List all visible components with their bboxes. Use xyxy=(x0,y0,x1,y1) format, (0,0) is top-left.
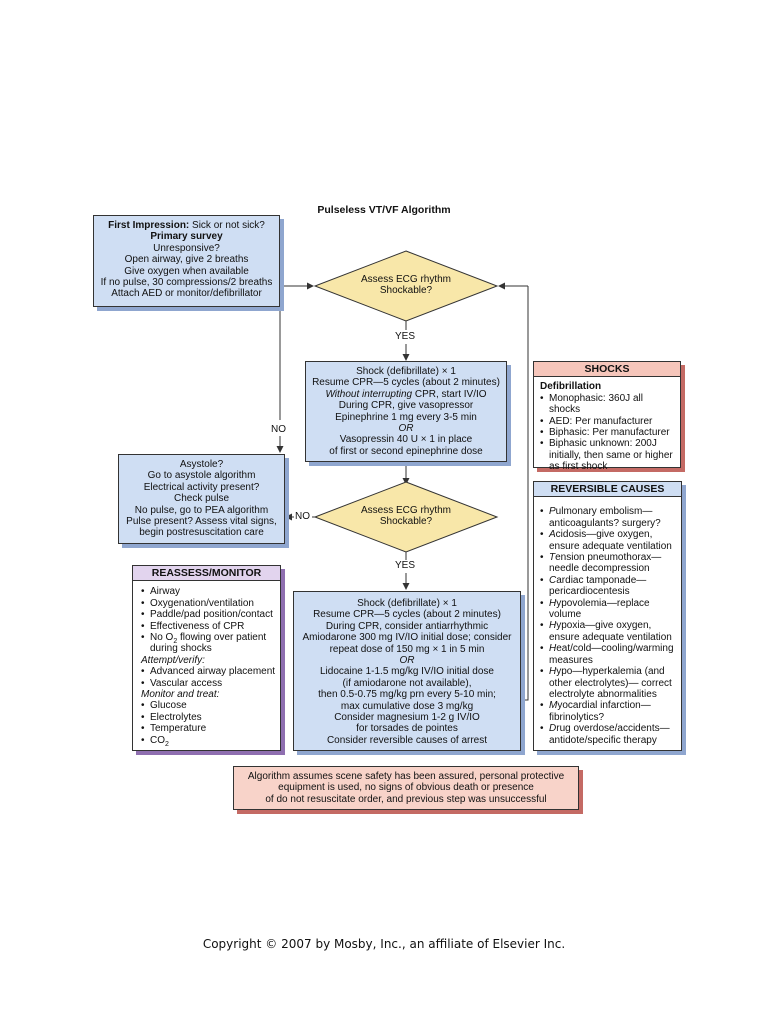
decision1-line1: Assess ECG rhythm xyxy=(360,274,452,285)
decision1-line2: Shockable? xyxy=(379,285,433,296)
yes-label-2: YES xyxy=(395,560,416,571)
shock1-line-8: of first or second epinephrine dose xyxy=(329,445,483,457)
shock2-line-12: for torsades de pointes xyxy=(356,723,458,735)
shock2-line-8: (if amiodarone not available), xyxy=(342,677,472,689)
reassess-subheading: Attempt/verify: xyxy=(141,654,205,666)
reassess-monitor-panel: REASSESS/MONITOR Airway Oxygenation/vent… xyxy=(132,565,281,751)
shock2-line-2: Resume CPR—5 cycles (about 2 minutes) xyxy=(313,609,501,621)
shocks-panel: SHOCKS Defibrillation Monophasic: 360J a… xyxy=(533,361,681,472)
asystole-line-4: Check pulse xyxy=(173,493,230,505)
decision2-text: Assess ECG rhythm Shockable? xyxy=(345,505,467,527)
fi-line-2: Primary survey xyxy=(150,231,223,243)
shocks-item: AED: Per manufacturer xyxy=(540,416,675,428)
shock1-line-6: OR xyxy=(398,423,414,435)
reassess-list: Airway Oxygenation/ventilation Paddle/pa… xyxy=(133,581,280,748)
decision-diamond-1 xyxy=(313,250,499,322)
reassess-header: REASSESS/MONITOR xyxy=(133,566,280,582)
first-impression-box: First Impression: Sick or not sick? Prim… xyxy=(93,215,280,307)
shock1-line-2: Resume CPR—5 cycles (about 2 minutes) xyxy=(312,377,500,389)
fi-line-6: If no pulse, 30 compressions/2 breaths xyxy=(100,277,273,289)
reassess-item: Electrolytes xyxy=(141,712,276,724)
shock-box-1: Shock (defibrillate) × 1 Resume CPR—5 cy… xyxy=(305,361,507,462)
shock-box-2: Shock (defibrillate) × 1 Resume CPR—5 cy… xyxy=(293,591,521,751)
asystole-line-3: Electrical activity present? xyxy=(143,481,260,493)
decision2-line1: Assess ECG rhythm xyxy=(360,505,452,516)
shocks-item: Monophasic: 360J all shocks xyxy=(540,393,675,416)
fi-line-3: Unresponsive? xyxy=(153,242,220,254)
reversible-causes-list: Pulmonary embolism—anticoagulants? surge… xyxy=(534,497,681,746)
reassess-item: Paddle/pad position/contact xyxy=(141,609,276,621)
fi-line-4: Open airway, give 2 breaths xyxy=(124,254,249,266)
reassess-subheading: Monitor and treat: xyxy=(141,689,220,701)
reversible-cause-item: Acidosis—give oxygen,ensure adequate ven… xyxy=(540,529,677,552)
yes-label-1: YES xyxy=(395,331,416,342)
no-label-2: NO xyxy=(295,511,310,522)
shock1-line-7: Vasopressin 40 U × 1 in place xyxy=(339,434,473,446)
shock1-line-5: Epinephrine 1 mg every 3-5 min xyxy=(335,411,477,423)
shocks-subheader: Defibrillation xyxy=(540,381,602,393)
reassess-item: Glucose xyxy=(141,700,276,712)
assumptions-note: Algorithm assumes scene safety has been … xyxy=(233,766,579,810)
line-loop-back xyxy=(521,286,529,701)
reversible-causes-panel: REVERSIBLE CAUSES Pulmonary embolism—ant… xyxy=(533,481,682,751)
reassess-item: Vascular access xyxy=(141,678,276,690)
reversible-cause-item: Cardiac tamponade—pericardiocentesis xyxy=(540,575,677,598)
reversible-causes-header: REVERSIBLE CAUSES xyxy=(534,482,681,498)
decision-diamond-2 xyxy=(313,481,499,553)
line-decision1-no xyxy=(279,285,313,420)
shock2-line-7: Lidocaine 1-1.5 mg/kg IV/IO initial dose xyxy=(320,666,494,678)
reassess-item: Airway xyxy=(141,586,276,598)
shock2-line-4: Amiodarone 300 mg IV/IO initial dose; co… xyxy=(302,632,512,644)
reassess-item: CO2 xyxy=(141,735,276,748)
note-line-1: Algorithm assumes scene safety has been … xyxy=(247,771,565,782)
shock2-line-10: max cumulative dose 3 mg/kg xyxy=(340,700,474,712)
shock2-line-3: During CPR, consider antiarrhythmic xyxy=(325,620,489,632)
asystole-line-5: No pulse, go to PEA algorithm xyxy=(134,504,269,516)
note-line-3: of do not resuscitate order, and previou… xyxy=(265,793,547,805)
fi-line-7: Attach AED or monitor/defibrillator xyxy=(111,288,262,300)
shocks-item: Biphasic unknown: 200J initially, then s… xyxy=(540,438,675,472)
shocks-header: SHOCKS xyxy=(534,362,680,378)
shock1-line-4: During CPR, give vasopressor xyxy=(338,400,474,412)
shock2-line-6: OR xyxy=(399,655,415,667)
reversible-cause-item: Hypoxia—give oxygen,ensure adequate vent… xyxy=(540,620,677,643)
decision1-text: Assess ECG rhythm Shockable? xyxy=(345,274,467,296)
reassess-item: Oxygenation/ventilation xyxy=(141,598,276,610)
shocks-list: Monophasic: 360J all shocks AED: Per man… xyxy=(540,393,675,473)
fi-line-1: First Impression: Sick or not sick? xyxy=(108,220,265,231)
no-label-1: NO xyxy=(271,424,286,435)
decision2-line2: Shockable? xyxy=(379,516,433,527)
reversible-cause-item: Tension pneumothorax—needle decompressio… xyxy=(540,552,677,575)
note-line-2: equipment is used, no signs of obvious d… xyxy=(278,782,534,794)
asystole-line-6: Pulse present? Assess vital signs, xyxy=(126,516,277,528)
shock2-line-11: Consider magnesium 1-2 g IV/IO xyxy=(334,712,480,724)
reassess-item: No O2 flowing over patient during shocks xyxy=(141,632,276,655)
reversible-cause-item: Pulmonary embolism—anticoagulants? surge… xyxy=(540,506,677,529)
shock1-line-3: Without interrupting CPR, start IV/IO xyxy=(325,388,487,400)
shock2-line-13: Consider reversible causes of arrest xyxy=(326,734,488,746)
reassess-item: Temperature xyxy=(141,723,276,735)
reassess-item: Advanced airway placement xyxy=(141,666,276,678)
shock2-line-1: Shock (defibrillate) × 1 xyxy=(357,598,457,609)
shocks-item: Biphasic: Per manufacturer xyxy=(540,427,675,439)
page-title: Pulseless VT/VF Algorithm xyxy=(317,204,451,216)
asystole-line-7: begin postresuscitation care xyxy=(139,527,264,539)
asystole-box: Asystole? Go to asystole algorithm Elect… xyxy=(118,454,285,544)
reassess-item: Effectiveness of CPR xyxy=(141,621,276,633)
shock2-line-5: repeat dose of 150 mg × 1 in 5 min xyxy=(329,643,485,655)
copyright-notice: Copyright © 2007 by Mosby, Inc., an affi… xyxy=(202,937,566,951)
asystole-line-1: Asystole? xyxy=(179,459,224,470)
shock1-line-1: Shock (defibrillate) × 1 xyxy=(356,366,456,377)
shock2-line-9: then 0.5-0.75 mg/kg prn every 5-10 min; xyxy=(318,689,496,701)
fi-line-5: Give oxygen when available xyxy=(124,265,249,277)
reversible-cause-item: Drug overdose/accidents—antidote/specifi… xyxy=(540,723,677,746)
asystole-line-2: Go to asystole algorithm xyxy=(147,470,256,482)
reversible-cause-item: Myocardial infarction—fibrinolytics? xyxy=(540,700,677,723)
